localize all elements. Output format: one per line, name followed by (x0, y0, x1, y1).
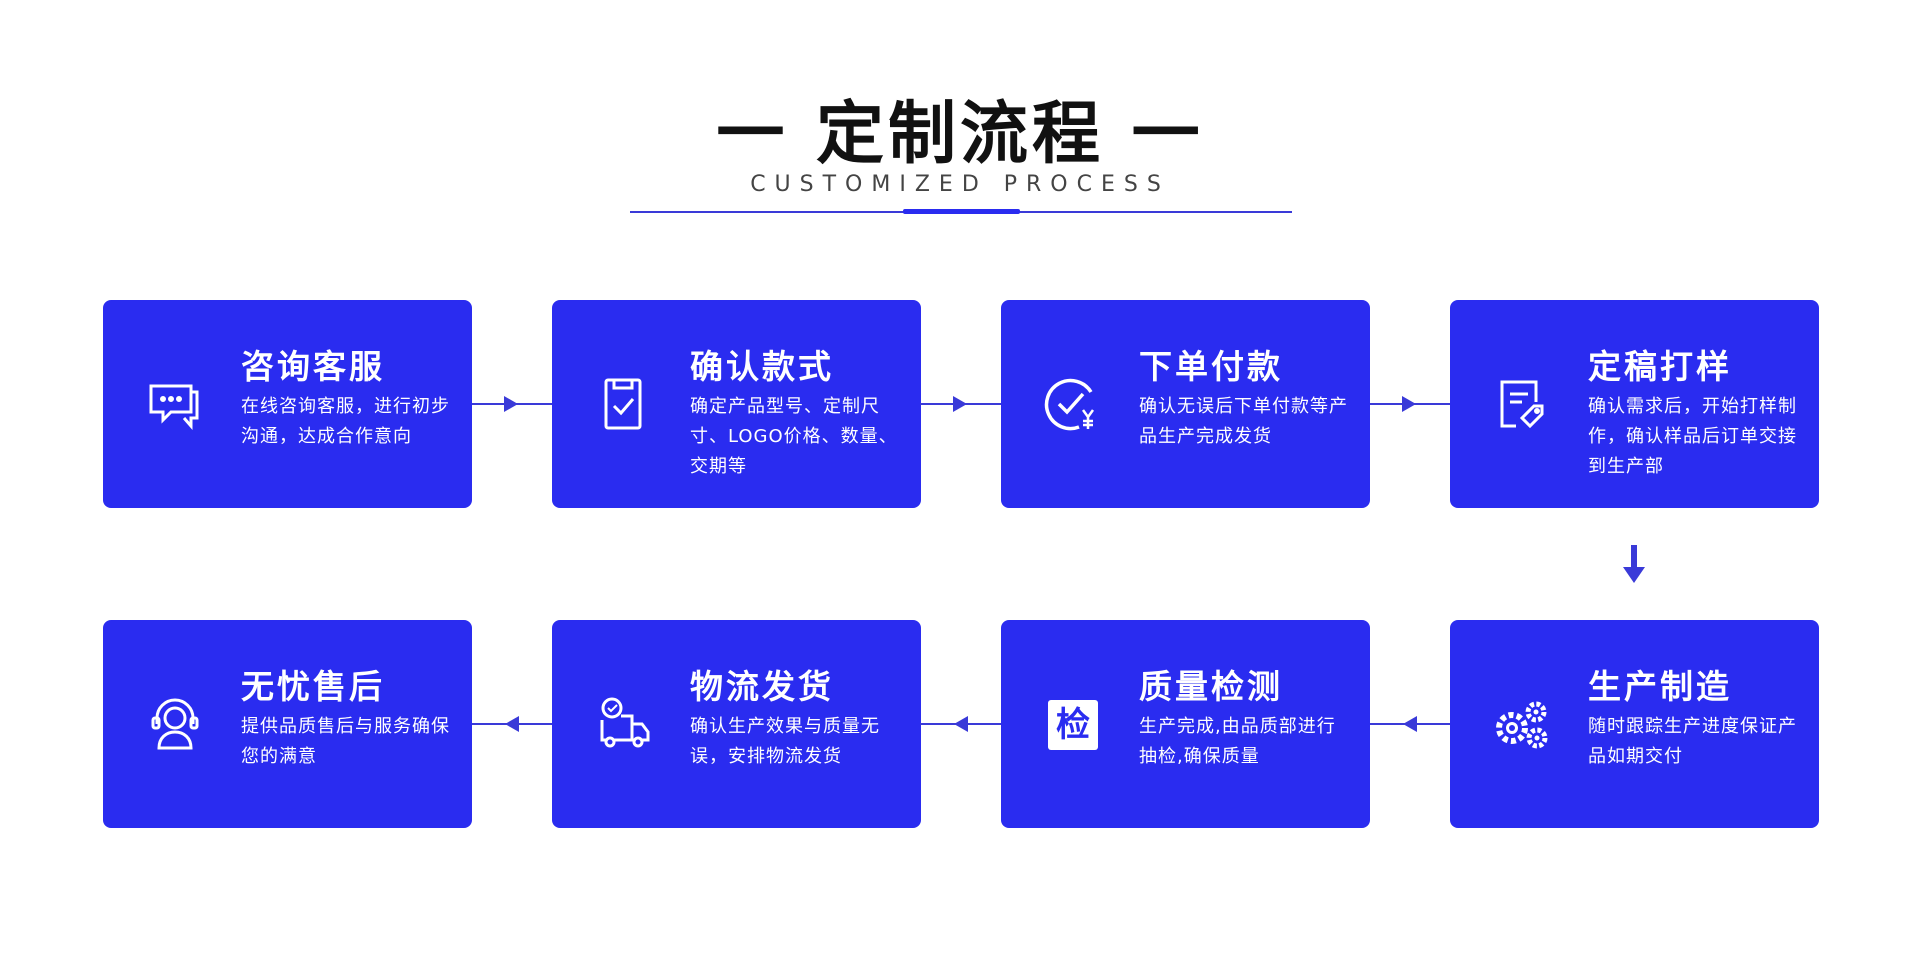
divider-accent (903, 209, 1020, 214)
step-title: 无忧售后 (241, 667, 385, 706)
step-title: 定稿打样 (1588, 347, 1732, 386)
step-desc: 确认生产效果与质量无误，安排物流发货 (690, 716, 880, 767)
page-subtitle: CUSTOMIZED PROCESS (750, 172, 1170, 197)
step-card-4: 定稿打样 确认需求后，开始打样制作，确认样品后订单交接到生产部 (1450, 300, 1819, 508)
inspect-icon: 检 (1048, 700, 1098, 750)
step-title: 生产制造 (1588, 667, 1732, 706)
step-desc: 生产完成,由品质部进行抽检,确保质量 (1139, 716, 1336, 767)
step-desc: 确认需求后，开始打样制作，确认样品后订单交接到生产部 (1588, 396, 1797, 477)
step-card-8: 无忧售后 提供品质售后与服务确保您的满意 (103, 620, 472, 828)
step-card-2: 确认款式 确定产品型号、定制尺寸、LOGO价格、数量、交期等 (552, 300, 921, 508)
step-card-1: 咨询客服 在线咨询客服，进行初步沟通，达成合作意向 (103, 300, 472, 508)
step-title: 下单付款 (1139, 347, 1283, 386)
arrow-right-icon (953, 396, 967, 412)
step-card-6: 检 质量检测 生产完成,由品质部进行抽检,确保质量 (1001, 620, 1370, 828)
step-title: 咨询客服 (241, 347, 385, 386)
arrow-down-icon (1623, 545, 1645, 583)
step-card-5: 生产制造 随时跟踪生产进度保证产品如期交付 (1450, 620, 1819, 828)
arrow-left-icon (505, 716, 519, 732)
arrow-right-icon (1402, 396, 1416, 412)
step-desc: 确认无误后下单付款等产品生产完成发货 (1139, 396, 1348, 447)
step-title: 物流发货 (690, 667, 834, 706)
chat-icon (149, 384, 199, 430)
payment-check-icon (1044, 378, 1095, 431)
arrow-left-icon (1403, 716, 1417, 732)
document-tag-icon (1500, 380, 1544, 429)
arrow-right-icon (504, 396, 518, 412)
step-card-7: 物流发货 确认生产效果与质量无误，安排物流发货 (552, 620, 921, 828)
step-desc: 在线咨询客服，进行初步沟通，达成合作意向 (241, 396, 450, 447)
page-title: 一 定制流程 一 (716, 95, 1204, 174)
gears-icon (1496, 701, 1548, 749)
step-desc: 随时跟踪生产进度保证产品如期交付 (1588, 716, 1797, 767)
step-card-3: 下单付款 确认无误后下单付款等产品生产完成发货 (1001, 300, 1370, 508)
step-desc: 确定产品型号、定制尺寸、LOGO价格、数量、交期等 (690, 396, 898, 477)
support-icon (151, 698, 199, 750)
arrow-left-icon (954, 716, 968, 732)
step-desc: 提供品质售后与服务确保您的满意 (241, 716, 450, 767)
step-title: 质量检测 (1139, 667, 1283, 706)
truck-icon (600, 697, 650, 748)
clipboard-check-icon (604, 378, 642, 430)
step-title: 确认款式 (690, 347, 834, 386)
